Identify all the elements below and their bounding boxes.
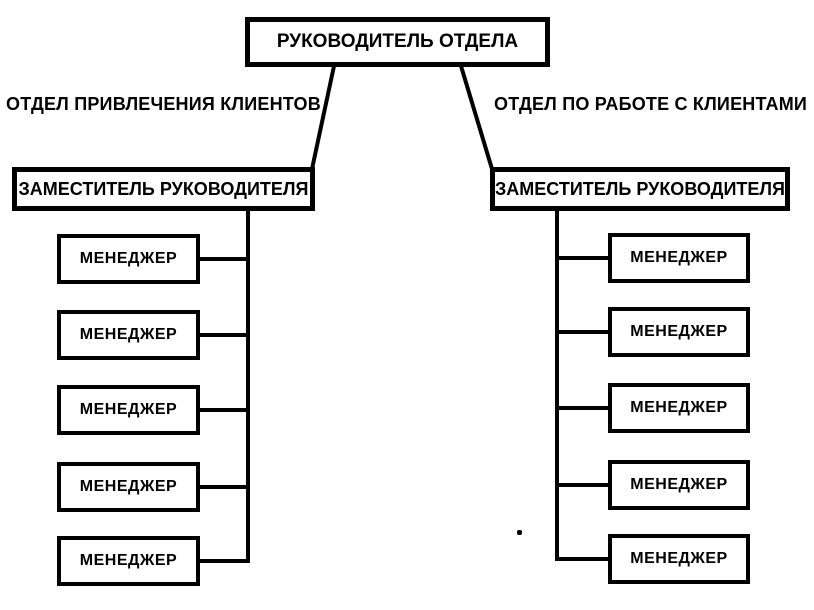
node-left-manager-5: МЕНЕДЖЕР <box>57 536 200 586</box>
node-left-manager-3: МЕНЕДЖЕР <box>57 385 200 435</box>
node-right-manager-3: МЕНЕДЖЕР <box>608 383 750 433</box>
node-left-manager-1: МЕНЕДЖЕР <box>57 234 200 284</box>
node-label: МЕНЕДЖЕР <box>630 399 728 416</box>
node-label: МЕНЕДЖЕР <box>630 550 728 567</box>
node-label: МЕНЕДЖЕР <box>79 326 178 343</box>
node-right-manager-4: МЕНЕДЖЕР <box>608 460 750 510</box>
edge-root-right-deputy <box>459 65 494 170</box>
node-label: МЕНЕДЖЕР <box>630 323 728 340</box>
node-left-manager-2: МЕНЕДЖЕР <box>57 310 200 360</box>
node-label: РУКОВОДИТЕЛЬ ОТДЕЛА <box>276 31 519 52</box>
node-label: ЗАМЕСТИТЕЛЬ РУКОВОДИТЕЛЯ <box>18 178 309 199</box>
node-right-deputy: ЗАМЕСТИТЕЛЬ РУКОВОДИТЕЛЯ <box>490 167 790 211</box>
node-label: МЕНЕДЖЕР <box>630 476 728 493</box>
node-label: МЕНЕДЖЕР <box>79 552 178 569</box>
stray-dot-mark <box>517 530 522 535</box>
node-label: ЗАМЕСТИТЕЛЬ РУКОВОДИТЕЛЯ <box>495 178 785 199</box>
node-right-manager-1: МЕНЕДЖЕР <box>608 233 750 283</box>
node-right-manager-2: МЕНЕДЖЕР <box>608 307 750 357</box>
node-department-head: РУКОВОДИТЕЛЬ ОТДЕЛА <box>245 17 550 67</box>
node-left-manager-4: МЕНЕДЖЕР <box>57 462 200 512</box>
node-label: МЕНЕДЖЕР <box>79 478 178 495</box>
label-left-department: ОТДЕЛ ПРИВЛЕЧЕНИЯ КЛИЕНТОВ <box>6 94 321 114</box>
label-right-department: ОТДЕЛ ПО РАБОТЕ С КЛИЕНТАМИ <box>494 94 808 114</box>
node-label: МЕНЕДЖЕР <box>79 250 178 267</box>
node-label: МЕНЕДЖЕР <box>630 249 728 266</box>
node-right-manager-5: МЕНЕДЖЕР <box>608 534 750 584</box>
node-left-deputy: ЗАМЕСТИТЕЛЬ РУКОВОДИТЕЛЯ <box>12 167 315 211</box>
node-label: МЕНЕДЖЕР <box>79 401 178 418</box>
edge-root-left-deputy <box>310 65 336 170</box>
